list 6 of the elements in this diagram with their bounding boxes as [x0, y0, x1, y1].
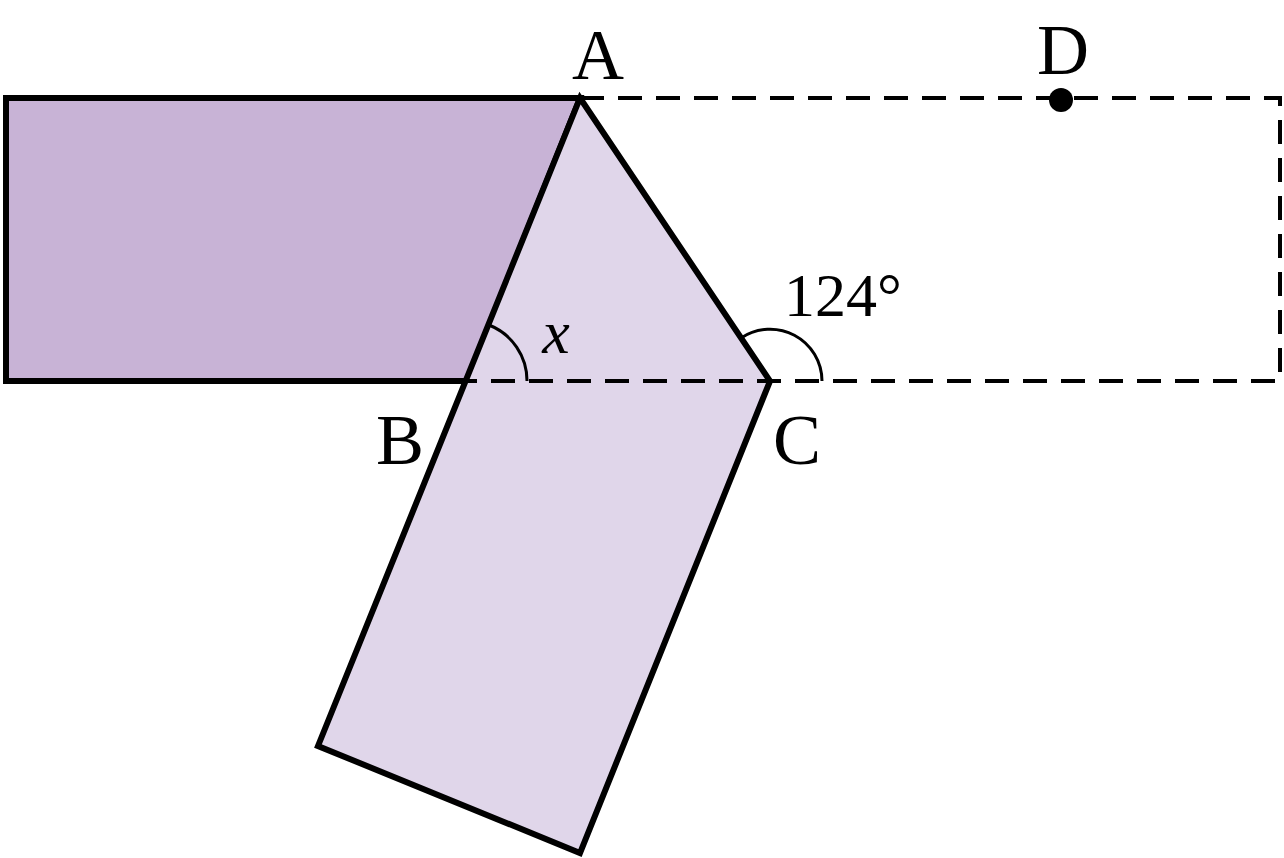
angle-label: 124°: [784, 264, 902, 326]
angle-label: x: [542, 301, 570, 363]
point-label: D: [1037, 14, 1089, 86]
vertex-label: A: [572, 19, 624, 91]
vertex-label: B: [376, 404, 424, 476]
vertex-label: C: [773, 404, 821, 476]
